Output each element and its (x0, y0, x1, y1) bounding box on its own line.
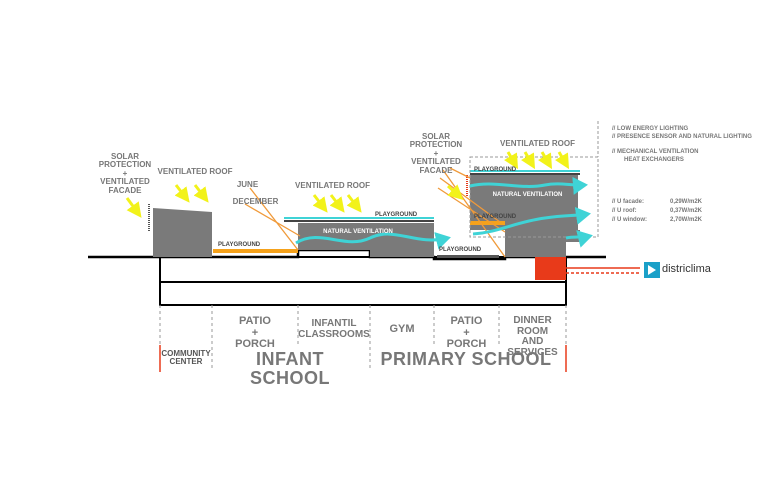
vent-roof-arrow-m1 (312, 194, 328, 213)
u-value-number: 0,37W/m2K (670, 208, 703, 214)
primary-mid-floor-strip (470, 221, 505, 225)
u-value-number: 2,70W/m2K (670, 217, 703, 223)
vent-roof-arrow-l2 (193, 184, 209, 203)
solar-protection-left-label: SOLAR PROTECTION + VENTILATED FACADE (98, 152, 152, 195)
districlima-logo-icon (644, 262, 660, 278)
june-label: JUNE (236, 180, 259, 189)
ventilation-arrow-right-top (469, 176, 588, 195)
vent-roof-arrow-r2 (520, 151, 536, 170)
playground-label-left: PLAYGROUND (218, 242, 261, 248)
u-value-label: // U window: (612, 217, 647, 223)
districlima-logo-text: districlima (662, 263, 711, 275)
vent-roof-arrow-r3 (537, 151, 553, 170)
system-line-1: // LOW ENERGY LIGHTING (612, 126, 689, 132)
vent-roof-arrow-r4 (554, 151, 570, 170)
zone-red-ticks (159, 345, 567, 372)
zone-gym: GYM (389, 323, 415, 335)
u-value-row: // U roof: 0,37W/m2K (612, 208, 722, 217)
zone-patio-porch-2: PATIO + PORCH (446, 315, 487, 351)
section-primary-school: PRIMARY SCHOOL (380, 349, 552, 369)
ventilation-arrow-left (295, 232, 451, 250)
zone-infantil-classrooms: INFANTIL CLASSROOMS (298, 318, 370, 340)
solar-protection-right-label: SOLAR PROTECTION + VENTILATED FACADE (409, 132, 463, 175)
vent-roof-arrow-m3 (346, 194, 362, 213)
ventilated-roof-right-label: VENTILATED ROOF (500, 139, 575, 148)
u-values-list: // U facade: 0,29W/m2K // U roof: 0,37W/… (612, 199, 722, 226)
playground-strip-left (213, 249, 298, 253)
playground-label-right-mid: PLAYGROUND (474, 214, 517, 220)
system-line-2: // PRESENCE SENSOR AND NATURAL LIGHTING (612, 134, 752, 140)
natural-ventilation-right-label: NATURAL VENTILATION (492, 192, 563, 198)
vent-roof-arrow-m2 (329, 194, 345, 213)
ventilation-arrow-right-low (565, 230, 593, 248)
community-center-building (153, 208, 212, 257)
ventilated-roof-mid-label: VENTILATED ROOF (295, 181, 370, 190)
primary-dashed-top (469, 156, 599, 238)
natural-ventilation-left-label: NATURAL VENTILATION (323, 229, 393, 235)
district-heating-box (535, 257, 566, 280)
zone-dinner-room: DINNER ROOM AND SERVICES (507, 315, 558, 358)
playground-strip-right-low (437, 255, 499, 258)
solar-arrow-right (446, 184, 464, 201)
vent-roof-arrow-r1 (503, 151, 519, 170)
system-line-4: HEAT EXCHANGERS (624, 157, 684, 163)
u-value-row: // U facade: 0,29W/m2K (612, 199, 722, 208)
ventilation-arrow-right-mid (472, 206, 591, 236)
section-community-center: COMMUNITY CENTER (161, 349, 211, 367)
infantil-block (298, 223, 370, 250)
december-label: DECEMBER (232, 197, 279, 206)
sun-ray-december (244, 203, 301, 237)
solar-arrow-left (125, 197, 142, 218)
section-infant-school: INFANT SCHOOL (249, 349, 330, 388)
u-value-number: 0,29W/m2K (670, 199, 703, 205)
playground-label-right-low: PLAYGROUND (439, 247, 482, 253)
playground-label-right-top: PLAYGROUND (474, 167, 517, 173)
ventilated-roof-left-label: VENTILATED ROOF (157, 167, 233, 176)
u-value-label: // U facade: (612, 199, 645, 205)
system-line-3: // MECHANICAL VENTILATION (612, 149, 699, 155)
u-value-row: // U window: 2,70W/m2K (612, 217, 722, 226)
u-value-label: // U roof: (612, 208, 637, 214)
playground-label-mid: PLAYGROUND (375, 212, 418, 218)
primary-lower-block (505, 230, 566, 257)
zone-patio-porch-1: PATIO + PORCH (235, 315, 275, 351)
sun-ray-right-4 (449, 167, 471, 179)
sun-ray-june (249, 187, 299, 251)
vent-roof-arrow-l1 (174, 184, 190, 203)
